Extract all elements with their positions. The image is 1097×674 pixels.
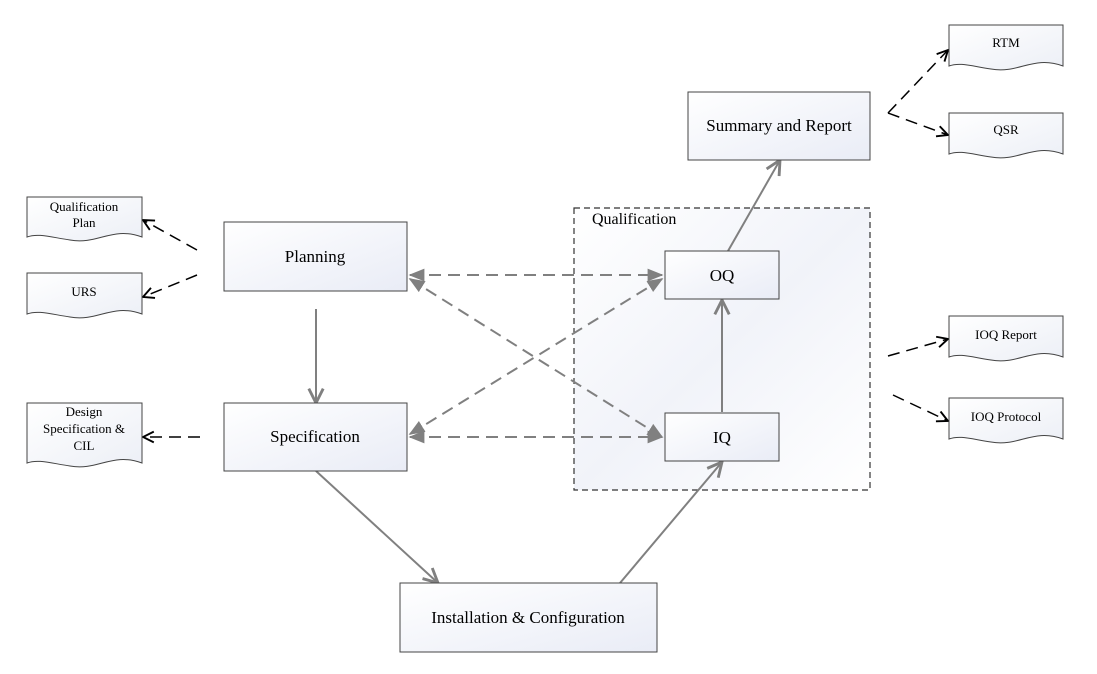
summary-to-qsr-arrow (887, 112, 948, 135)
design-spec-label-3: CIL (74, 438, 95, 453)
qsr-doc (948, 112, 1064, 159)
qualification-to-ioq-protocol-arrow (892, 394, 948, 421)
qualification-to-ioq-report-arrow (887, 339, 948, 357)
design-spec-doc (26, 402, 143, 468)
oq-to-summary-arrow (727, 160, 780, 252)
rtm-doc (948, 24, 1064, 71)
urs-label: URS (71, 284, 96, 299)
specification-to-installation-arrow (315, 470, 438, 583)
planning-label: Planning (285, 247, 346, 266)
ioq-protocol-label: IOQ Protocol (971, 409, 1042, 424)
document-arrows (143, 50, 948, 437)
qualification-plan-label-1: Qualification (50, 199, 119, 214)
planning-to-qualification-plan-arrow (143, 220, 198, 251)
summary-box (687, 91, 871, 161)
iq-label: IQ (713, 428, 731, 447)
qsr-label: QSR (993, 122, 1019, 137)
design-spec-label-1: Design (66, 404, 103, 419)
qualification-plan-label-2: Plan (72, 215, 96, 230)
qualification-plan-doc (26, 196, 143, 242)
process-boxes (223, 91, 871, 653)
planning-to-urs-arrow (143, 274, 198, 297)
process-labels: Planning Specification Installation & Co… (270, 116, 852, 627)
installation-label: Installation & Configuration (431, 608, 625, 627)
flow-arrows (316, 160, 780, 583)
installation-to-iq-arrow (619, 462, 722, 584)
specification-label: Specification (270, 427, 360, 446)
installation-box (399, 582, 658, 653)
ioq-report-doc (948, 315, 1064, 362)
planning-box (223, 221, 408, 292)
summary-to-rtm-arrow (887, 50, 948, 114)
summary-label: Summary and Report (706, 116, 852, 135)
qualification-group-label: Qualification (592, 211, 676, 228)
rtm-label: RTM (992, 35, 1020, 50)
specification-oq-link (408, 278, 664, 435)
urs-doc (26, 272, 143, 319)
document-labels: Qualification Plan URS Design Specificat… (43, 35, 1042, 453)
oq-box (664, 250, 780, 300)
design-spec-label-2: Specification & (43, 421, 125, 436)
iq-box (664, 412, 780, 462)
document-shapes (26, 24, 1064, 468)
ioq-report-label: IOQ Report (975, 327, 1037, 342)
oq-label: OQ (710, 266, 735, 285)
dashed-cross-arrows (408, 268, 664, 444)
specification-box (223, 402, 408, 472)
ioq-protocol-doc (948, 397, 1064, 444)
